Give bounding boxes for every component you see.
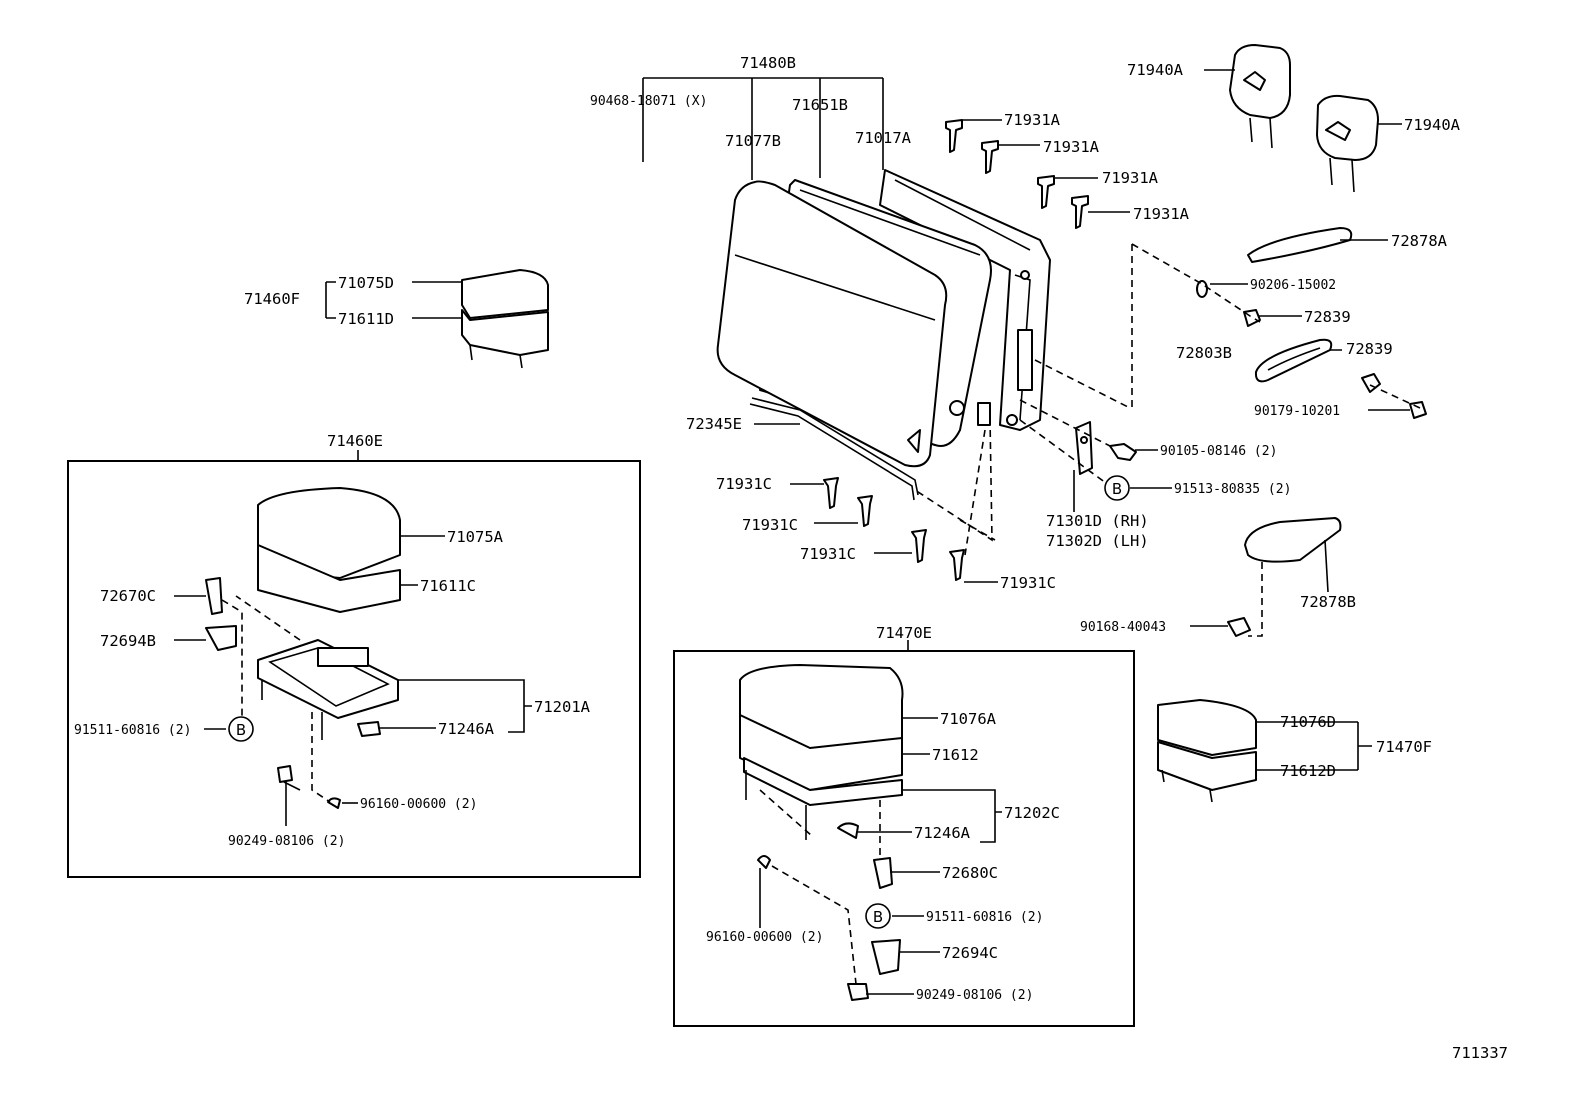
label-71075A: 71075A <box>447 528 504 546</box>
label-72694B: 72694B <box>100 632 156 650</box>
seat-rod-72345E <box>749 397 919 501</box>
cushion-71470E <box>739 664 904 1001</box>
label-71931A-3: 71931A <box>1102 169 1159 187</box>
label-96160-00600-left: 96160-00600 (2) <box>360 797 477 812</box>
headrest-71940A-right <box>1316 94 1379 193</box>
label-71470F: 71470F <box>1376 738 1432 756</box>
label-72803B: 72803B <box>1176 344 1232 362</box>
armrest-71460F <box>461 269 549 369</box>
seatback-cover-71077B <box>716 180 991 468</box>
marker-B-1: B <box>1104 475 1130 501</box>
label-91511-60816-left: 91511-60816 (2) <box>74 723 191 738</box>
label-72345E: 72345E <box>686 415 742 433</box>
label-90168-40043: 90168-40043 <box>1080 620 1166 635</box>
cushion-71460E <box>257 487 401 613</box>
arm-72878B <box>1227 517 1342 637</box>
svg-text:B: B <box>1112 480 1122 498</box>
label-71611D: 71611D <box>338 310 394 328</box>
label-96160-00600-middle: 96160-00600 (2) <box>706 930 823 945</box>
label-71076A: 71076A <box>940 710 997 728</box>
label-71931A-1: 71931A <box>1004 111 1061 129</box>
part-labels: 71480B 90468-18071 (X) 71651B 71077B 710… <box>74 54 1508 1062</box>
label-71246A-middle: 71246A <box>914 824 971 842</box>
label-72878A: 72878A <box>1391 232 1448 250</box>
label-72878B: 72878B <box>1300 593 1356 611</box>
label-71470E: 71470E <box>876 624 932 642</box>
label-71940A-1: 71940A <box>1127 61 1184 79</box>
label-90206-15002: 90206-15002 <box>1250 278 1336 293</box>
label-72694C: 72694C <box>942 944 998 962</box>
label-71202C: 71202C <box>1004 804 1060 822</box>
label-72680C: 72680C <box>942 864 998 882</box>
marker-B-3: B <box>865 903 891 929</box>
diagram-id: 711337 <box>1452 1044 1508 1062</box>
label-71931C-3: 71931C <box>800 545 856 563</box>
label-90249-08106-middle: 90249-08106 (2) <box>916 988 1033 1003</box>
group-box-71460E <box>67 460 641 878</box>
label-71931C-4: 71931C <box>1000 574 1056 592</box>
label-90249-08106-left: 90249-08106 (2) <box>228 834 345 849</box>
label-71931A-4: 71931A <box>1133 205 1190 223</box>
label-71931A-2: 71931A <box>1043 138 1100 156</box>
label-71460E: 71460E <box>327 432 383 450</box>
armrest-71470F <box>1157 699 1257 803</box>
label-90468-18071: 90468-18071 (X) <box>590 94 707 109</box>
label-71301D: 71301D (RH) <box>1046 512 1149 530</box>
label-90105-08146: 90105-08146 (2) <box>1160 444 1277 459</box>
dashed-lines <box>221 243 1421 985</box>
label-91513-80835: 91513-80835 (2) <box>1174 482 1291 497</box>
label-71201A: 71201A <box>534 698 591 716</box>
label-71931C-1: 71931C <box>716 475 772 493</box>
headrest-71940A-left <box>1229 44 1291 149</box>
seatback-frame-71017A <box>879 169 1051 431</box>
leader-lines <box>174 69 1410 995</box>
group-box-71470E <box>673 650 1135 1027</box>
label-71612D: 71612D <box>1280 762 1336 780</box>
label-91511-60816-middle: 91511-60816 (2) <box>926 910 1043 925</box>
label-72839-2: 72839 <box>1346 340 1393 358</box>
label-71302D: 71302D (LH) <box>1046 532 1149 550</box>
svg-text:B: B <box>873 908 883 926</box>
label-71017A: 71017A <box>855 129 912 147</box>
label-71651B: 71651B <box>792 96 848 114</box>
screw-71931C-group <box>823 477 965 581</box>
label-72670C: 72670C <box>100 587 156 605</box>
label-71940A-2: 71940A <box>1404 116 1461 134</box>
screw-71931A-group <box>945 119 1089 229</box>
base-71201A <box>205 577 399 809</box>
label-71460F: 71460F <box>244 290 300 308</box>
armrest-cover-72878A <box>1247 227 1353 263</box>
label-90179-10201: 90179-10201 <box>1254 404 1340 419</box>
label-71931C-2: 71931C <box>742 516 798 534</box>
svg-text:B: B <box>236 721 246 739</box>
label-71246A-left: 71246A <box>438 720 495 738</box>
label-71077B: 71077B <box>725 132 781 150</box>
label-72839-1: 72839 <box>1304 308 1351 326</box>
label-71611C: 71611C <box>420 577 476 595</box>
label-71612: 71612 <box>932 746 979 764</box>
label-71480B: 71480B <box>740 54 796 72</box>
label-71075D: 71075D <box>338 274 394 292</box>
marker-B-2: B <box>228 716 254 742</box>
label-71076D: 71076D <box>1280 713 1336 731</box>
